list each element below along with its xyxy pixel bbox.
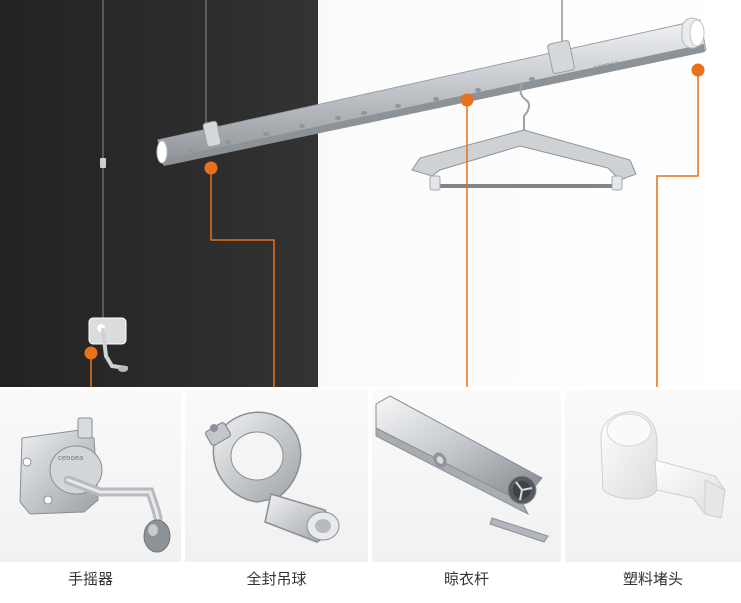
- callout-dot-rod: [460, 93, 474, 107]
- plastic-end-cap-icon: [600, 411, 726, 519]
- callout-lines: [90, 70, 699, 387]
- coat-hanger: [411, 81, 637, 191]
- dark-wall: [0, 0, 318, 387]
- part-label-clamp-ball: 全封吊球: [246, 570, 307, 588]
- part-label-rod: 晾衣杆: [443, 570, 489, 588]
- callout-dot-clamp: [204, 161, 218, 175]
- part-panel-rod: [372, 390, 561, 562]
- hero-scene: ceooea: [0, 0, 741, 387]
- part-label-hand-crank: 手摇器: [67, 570, 113, 588]
- callout-dot-cap: [691, 63, 705, 77]
- clamp-hanger-ball-icon: [205, 411, 340, 543]
- part-panel-hand-crank: ceooea: [0, 390, 181, 562]
- part-panel-clamp-ball: [185, 390, 368, 562]
- callout-dot-crank: [84, 346, 98, 360]
- part-panel-end-cap: [565, 390, 741, 562]
- drying-rail: ceooea: [156, 17, 707, 166]
- aluminum-rod-icon: [375, 395, 549, 543]
- hero-illustration: ceooea: [0, 0, 741, 387]
- wall-crank: [88, 0, 207, 372]
- crank-brand-text: ceooea: [58, 454, 83, 462]
- hand-crank-icon: ceooea: [19, 417, 171, 553]
- part-label-end-cap: 塑料堵头: [622, 570, 683, 588]
